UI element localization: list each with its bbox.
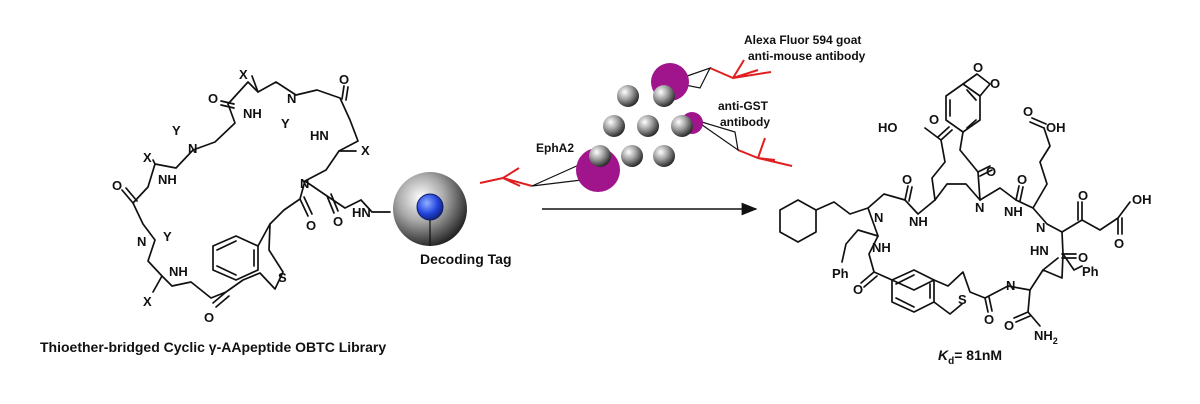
decoding-tag-core <box>416 193 444 221</box>
hit-atom-nh-2: NH <box>1004 204 1023 219</box>
decoding-tag-label: Decoding Tag <box>420 251 512 267</box>
hit-atom-n-3: N <box>1036 220 1045 235</box>
hit-atom-ph-2: Ph <box>1082 264 1099 279</box>
antibody-top-right <box>709 59 772 80</box>
hit-atom-o-8: O <box>1078 188 1088 203</box>
atom-s-1: S <box>278 270 287 285</box>
fluor-antibody-line2: anti-mouse antibody <box>748 49 866 63</box>
atom-x-4: X <box>143 294 152 309</box>
atom-n-2: N <box>188 141 197 156</box>
atom-o-5: O <box>333 214 343 229</box>
atom-x-1: X <box>239 67 248 82</box>
hit-atom-ho-1: HO <box>878 120 898 135</box>
library-bead <box>393 172 467 246</box>
hit-atom-n-1: N <box>874 210 883 225</box>
hit-atom-o-12: O <box>984 312 994 327</box>
atom-hn-1: HN <box>310 128 329 143</box>
atom-o-1: O <box>208 91 218 106</box>
atom-y-1: Y <box>281 116 290 131</box>
hit-atom-o-3: O <box>929 112 939 127</box>
atom-n-1: N <box>287 91 296 106</box>
assay-illustration <box>479 59 793 192</box>
hit-atom-n-4: N <box>1006 278 1015 293</box>
hit-macrocycle <box>779 73 1131 327</box>
hit-atom-o-9: O <box>1114 236 1124 251</box>
fluor-antibody-line1: Alexa Fluor 594 goat <box>744 33 861 47</box>
hit-atom-o-13: O <box>1004 318 1014 333</box>
hit-atom-o-6: O <box>902 172 912 187</box>
hit-atom-labels: O O HO O O OH O O O N NH N NH N O OH O H… <box>832 60 1152 346</box>
kd-label: Kd= 81nM <box>938 347 1002 367</box>
hit-atom-oh-2: OH <box>1132 192 1152 207</box>
anti-gst-line2: antibody <box>720 115 770 129</box>
atom-n-4: N <box>137 234 146 249</box>
hit-atom-ph-1: Ph <box>832 266 849 281</box>
library-caption: Thioether-bridged Cyclic γ-AApeptide OBT… <box>40 339 386 355</box>
hit-atom-o-5: O <box>986 164 996 179</box>
antibody-left <box>479 167 533 187</box>
library-macrocycle <box>121 75 391 308</box>
atom-o-2: O <box>339 72 349 87</box>
hit-atom-o-1: O <box>973 60 983 75</box>
atom-o-4: O <box>306 218 316 233</box>
atom-o-3: O <box>112 178 122 193</box>
hit-atom-n-2: N <box>975 200 984 215</box>
hit-atom-nh-3: NH <box>872 240 891 255</box>
atom-o-6: O <box>204 310 214 325</box>
hit-atom-oh-1: OH <box>1046 120 1066 135</box>
atom-x-3: X <box>143 150 152 165</box>
antibody-bottom-right <box>737 137 793 167</box>
atom-nh-1: NH <box>243 106 262 121</box>
atom-n-3: N <box>300 176 309 191</box>
atom-x-2: X <box>361 143 370 158</box>
atom-y-2: Y <box>172 123 181 138</box>
hit-atom-o-10: O <box>1078 250 1088 265</box>
hit-atom-o-11: O <box>853 282 863 297</box>
epha2-label: EphA2 <box>536 141 574 155</box>
hit-atom-o-2: O <box>990 76 1000 91</box>
hit-atom-nh-1: NH <box>909 214 928 229</box>
hit-atom-hn-1: HN <box>1030 243 1049 258</box>
hit-atom-nh2-1: NH2 <box>1034 328 1058 346</box>
anti-gst-line1: anti-GST <box>718 99 769 113</box>
atom-hn-2: HN <box>352 205 371 220</box>
atom-nh-3: NH <box>169 264 188 279</box>
atom-nh-2: NH <box>158 172 177 187</box>
library-atom-labels: X N Y O NH O HN X Y N X NH O N O O HN N … <box>112 67 371 325</box>
hit-atom-o-4: O <box>1023 104 1033 119</box>
atom-y-3: Y <box>163 229 172 244</box>
hit-atom-s-1: S <box>958 292 967 307</box>
hit-atom-o-7: O <box>1017 172 1027 187</box>
